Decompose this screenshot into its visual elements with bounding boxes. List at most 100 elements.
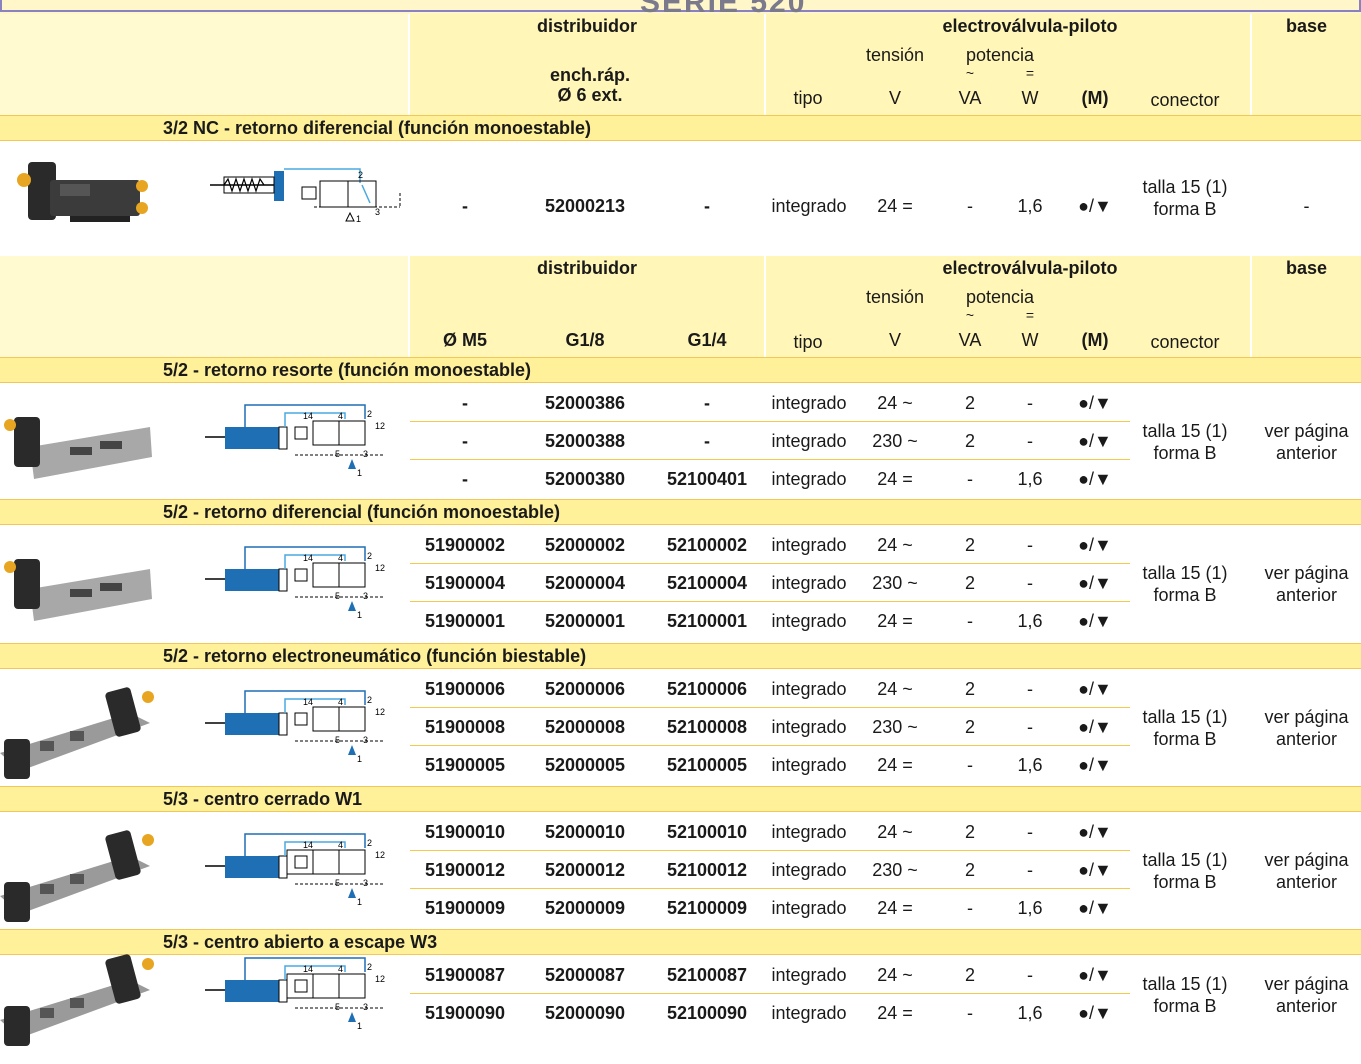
cell-va: - <box>967 611 973 631</box>
svg-text:12: 12 <box>375 421 385 431</box>
cell-m5: 51900012 <box>424 860 506 880</box>
svg-text:14: 14 <box>303 411 313 421</box>
cell-m: ●/▼ <box>1078 822 1112 842</box>
header-VA: VA <box>958 330 982 350</box>
svg-text:5: 5 <box>335 449 340 459</box>
section2-header: distribuidor Ø M5 G1/8 G1/4 tipo electro… <box>0 256 1361 357</box>
cell-m: ●/▼ <box>1078 196 1112 216</box>
conector-cell: talla 15 (1)forma B <box>1130 706 1240 750</box>
section1-header: distribuidor ench.ráp. Ø 6 ext. tipo ele… <box>0 14 1361 115</box>
port-label-2: 2 <box>358 170 363 180</box>
cell-g14: 52100005 <box>666 755 748 775</box>
cell-m: ●/▼ <box>1078 898 1112 918</box>
cell-w: 1,6 <box>1017 1003 1043 1023</box>
cell-tipo: integrado <box>771 822 847 842</box>
svg-text:4: 4 <box>338 411 343 421</box>
svg-text:12: 12 <box>375 707 385 717</box>
header-electrovalvula: electroválvula-piloto <box>942 258 1118 278</box>
cell-tipo: integrado <box>771 860 847 880</box>
cell-m: ●/▼ <box>1078 573 1112 593</box>
top-frame <box>0 0 1361 12</box>
group-band: 5/2 - retorno electroneumático (función … <box>0 643 1361 669</box>
cell-v: 230 ~ <box>872 860 918 880</box>
cell-m: ●/▼ <box>1078 1003 1112 1023</box>
cell-tipo: integrado <box>771 717 847 737</box>
svg-text:4: 4 <box>338 840 343 850</box>
svg-text:4: 4 <box>338 964 343 974</box>
cell-w: - <box>1027 431 1033 451</box>
cell-g18: 52000002 <box>544 535 626 555</box>
conector-line-1: talla 15 (1) <box>1142 850 1228 870</box>
cell-va: - <box>967 898 973 918</box>
svg-text:3: 3 <box>363 1002 368 1012</box>
conector-cell: talla 15 (1) forma B <box>1130 176 1240 220</box>
cell-g18: 52000010 <box>544 822 626 842</box>
svg-text:14: 14 <box>303 553 313 563</box>
cell-tipo: integrado <box>771 755 847 775</box>
header-tilde: ~ <box>965 307 975 323</box>
cell-va: 2 <box>964 393 975 413</box>
conector-line-2: forma B <box>1153 996 1217 1016</box>
conector-line-1: talla 15 (1) <box>1142 707 1228 727</box>
cell-m5: 51900010 <box>424 822 506 842</box>
svg-text:1: 1 <box>357 468 362 477</box>
header-W: W <box>1021 330 1039 350</box>
base-line-2: anterior <box>1275 443 1338 463</box>
header-V: V <box>888 88 901 108</box>
svg-text:4: 4 <box>338 553 343 563</box>
svg-text:5: 5 <box>335 1002 340 1012</box>
conector-cell: talla 15 (1)forma B <box>1130 973 1240 1017</box>
svg-text:2: 2 <box>367 551 372 561</box>
header-base: base <box>1285 258 1328 278</box>
cell-tipo: integrado <box>771 196 847 216</box>
conector-line-2: forma B <box>1153 585 1217 605</box>
cell-v: 24 = <box>877 469 913 489</box>
cell-g18: 52000001 <box>544 611 626 631</box>
base-line-1: ver página <box>1264 563 1349 583</box>
conector-cell: talla 15 (1)forma B <box>1130 420 1240 464</box>
cell-va: 2 <box>964 822 975 842</box>
cell-v: 24 ~ <box>877 535 913 555</box>
cell-w: 1,6 <box>1017 469 1043 489</box>
cell-g18: 52000005 <box>544 755 626 775</box>
cell-w: 1,6 <box>1017 898 1043 918</box>
svg-text:1: 1 <box>357 754 362 763</box>
cell-v: 24 ~ <box>877 822 913 842</box>
cell-tipo: integrado <box>771 965 847 985</box>
svg-text:3: 3 <box>363 735 368 745</box>
cell-g18: 52000004 <box>544 573 626 593</box>
header-electrovalvula: electroválvula-piloto <box>942 16 1118 36</box>
cell-m: ●/▼ <box>1078 611 1112 631</box>
cell-w: - <box>1027 573 1033 593</box>
cell-m: ●/▼ <box>1078 965 1112 985</box>
cell-tipo: integrado <box>771 611 847 631</box>
cell-m5: 51900001 <box>424 611 506 631</box>
header-tilde: ~ <box>965 65 975 81</box>
group-title: 5/3 - centro cerrado W1 <box>163 789 363 809</box>
svg-text:1: 1 <box>357 610 362 619</box>
cell-g14: 52100006 <box>666 679 748 699</box>
cell-g18: 52000087 <box>544 965 626 985</box>
row-divider <box>410 993 1130 994</box>
cell-va: 2 <box>964 860 975 880</box>
port-label-3: 3 <box>375 207 380 217</box>
conector-line-2: forma B <box>1153 443 1217 463</box>
cell-tipo: integrado <box>771 679 847 699</box>
cell-va: 2 <box>964 535 975 555</box>
row-divider <box>410 707 1130 708</box>
cell-m: ●/▼ <box>1078 679 1112 699</box>
header-tipo: tipo <box>793 88 823 108</box>
cell-g14: 52100010 <box>666 822 748 842</box>
cell-m: ●/▼ <box>1078 860 1112 880</box>
header-potencia: potencia <box>965 287 1035 307</box>
row-divider <box>410 601 1130 602</box>
row-divider <box>410 421 1130 422</box>
svg-text:3: 3 <box>363 591 368 601</box>
